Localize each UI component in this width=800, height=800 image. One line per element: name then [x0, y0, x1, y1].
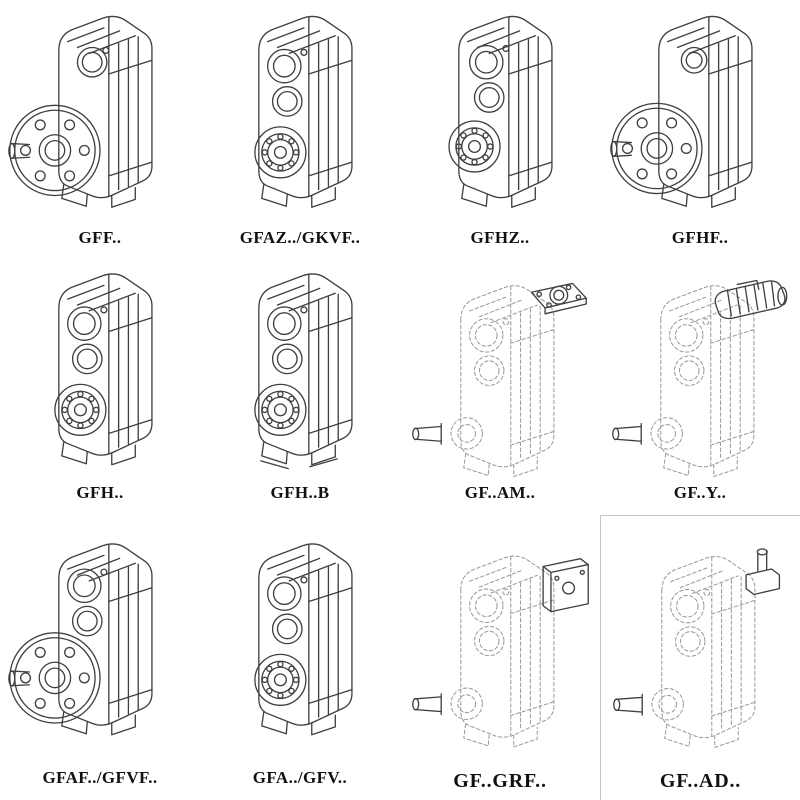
phantom-gearbox-with-motor-drawing [612, 279, 788, 478]
catalog-cell-gfhf: GFHF.. [600, 0, 800, 260]
catalog-cell-gf-am: GF..AM.. [400, 260, 600, 515]
phantom-gearbox-with-adapter-box-drawing [412, 555, 589, 748]
hollow-shaft-gearbox-drawing [254, 15, 353, 208]
catalog-cell-gfa-gfv: GFA../GFV.. [200, 515, 400, 800]
model-label: GF..AD.. [659, 770, 742, 792]
catalog-cell-gfaf-gfvf: GFAF../GFVF.. [0, 515, 200, 800]
model-label: GFA../GFV.. [252, 768, 348, 788]
hollow-shaft-gearbox-drawing [448, 15, 553, 208]
model-label: GFHZ.. [470, 228, 530, 248]
catalog-cell-gf-grf: GF..GRF.. [400, 515, 600, 800]
model-label: GFAZ../GKVF.. [239, 228, 361, 248]
catalog-cell-gf-ad: GF..AD.. [600, 515, 800, 800]
flange-mounted-gearbox-drawing [8, 15, 153, 208]
shaft-mounted-gearbox-with-base-drawing [254, 273, 353, 470]
model-label: GFH.. [76, 483, 124, 503]
phantom-gearbox-with-input-shaft-drawing [612, 548, 780, 748]
model-label: GFHF.. [671, 228, 729, 248]
catalog-cell-gff: GFF.. [0, 0, 200, 260]
catalog-cell-gf-y: GF..Y.. [600, 260, 800, 515]
model-label: GF..Y.. [673, 483, 727, 503]
catalog-cell-gfhz: GFHZ.. [400, 0, 600, 260]
model-label: GF..AM.. [464, 483, 536, 503]
catalog-cell-gfh: GFH.. [0, 260, 200, 515]
shaft-mounted-gearbox-drawing [54, 273, 153, 466]
flange-mounted-gearbox-drawing [610, 15, 753, 208]
model-label: GF..GRF.. [453, 770, 547, 792]
model-label: GFF.. [78, 228, 122, 248]
shaft-mounted-gearbox-drawing [254, 543, 353, 736]
catalog-cell-gfaz-gkvf: GFAZ../GKVF.. [200, 0, 400, 260]
catalog-cell-gfh-b: GFH..B [200, 260, 400, 515]
flange-mounted-gearbox-drawing [8, 543, 153, 736]
model-label: GFAF../GFVF.. [42, 768, 158, 788]
phantom-gearbox-with-input-flange-drawing [412, 282, 587, 478]
model-label: GFH..B [270, 483, 330, 503]
